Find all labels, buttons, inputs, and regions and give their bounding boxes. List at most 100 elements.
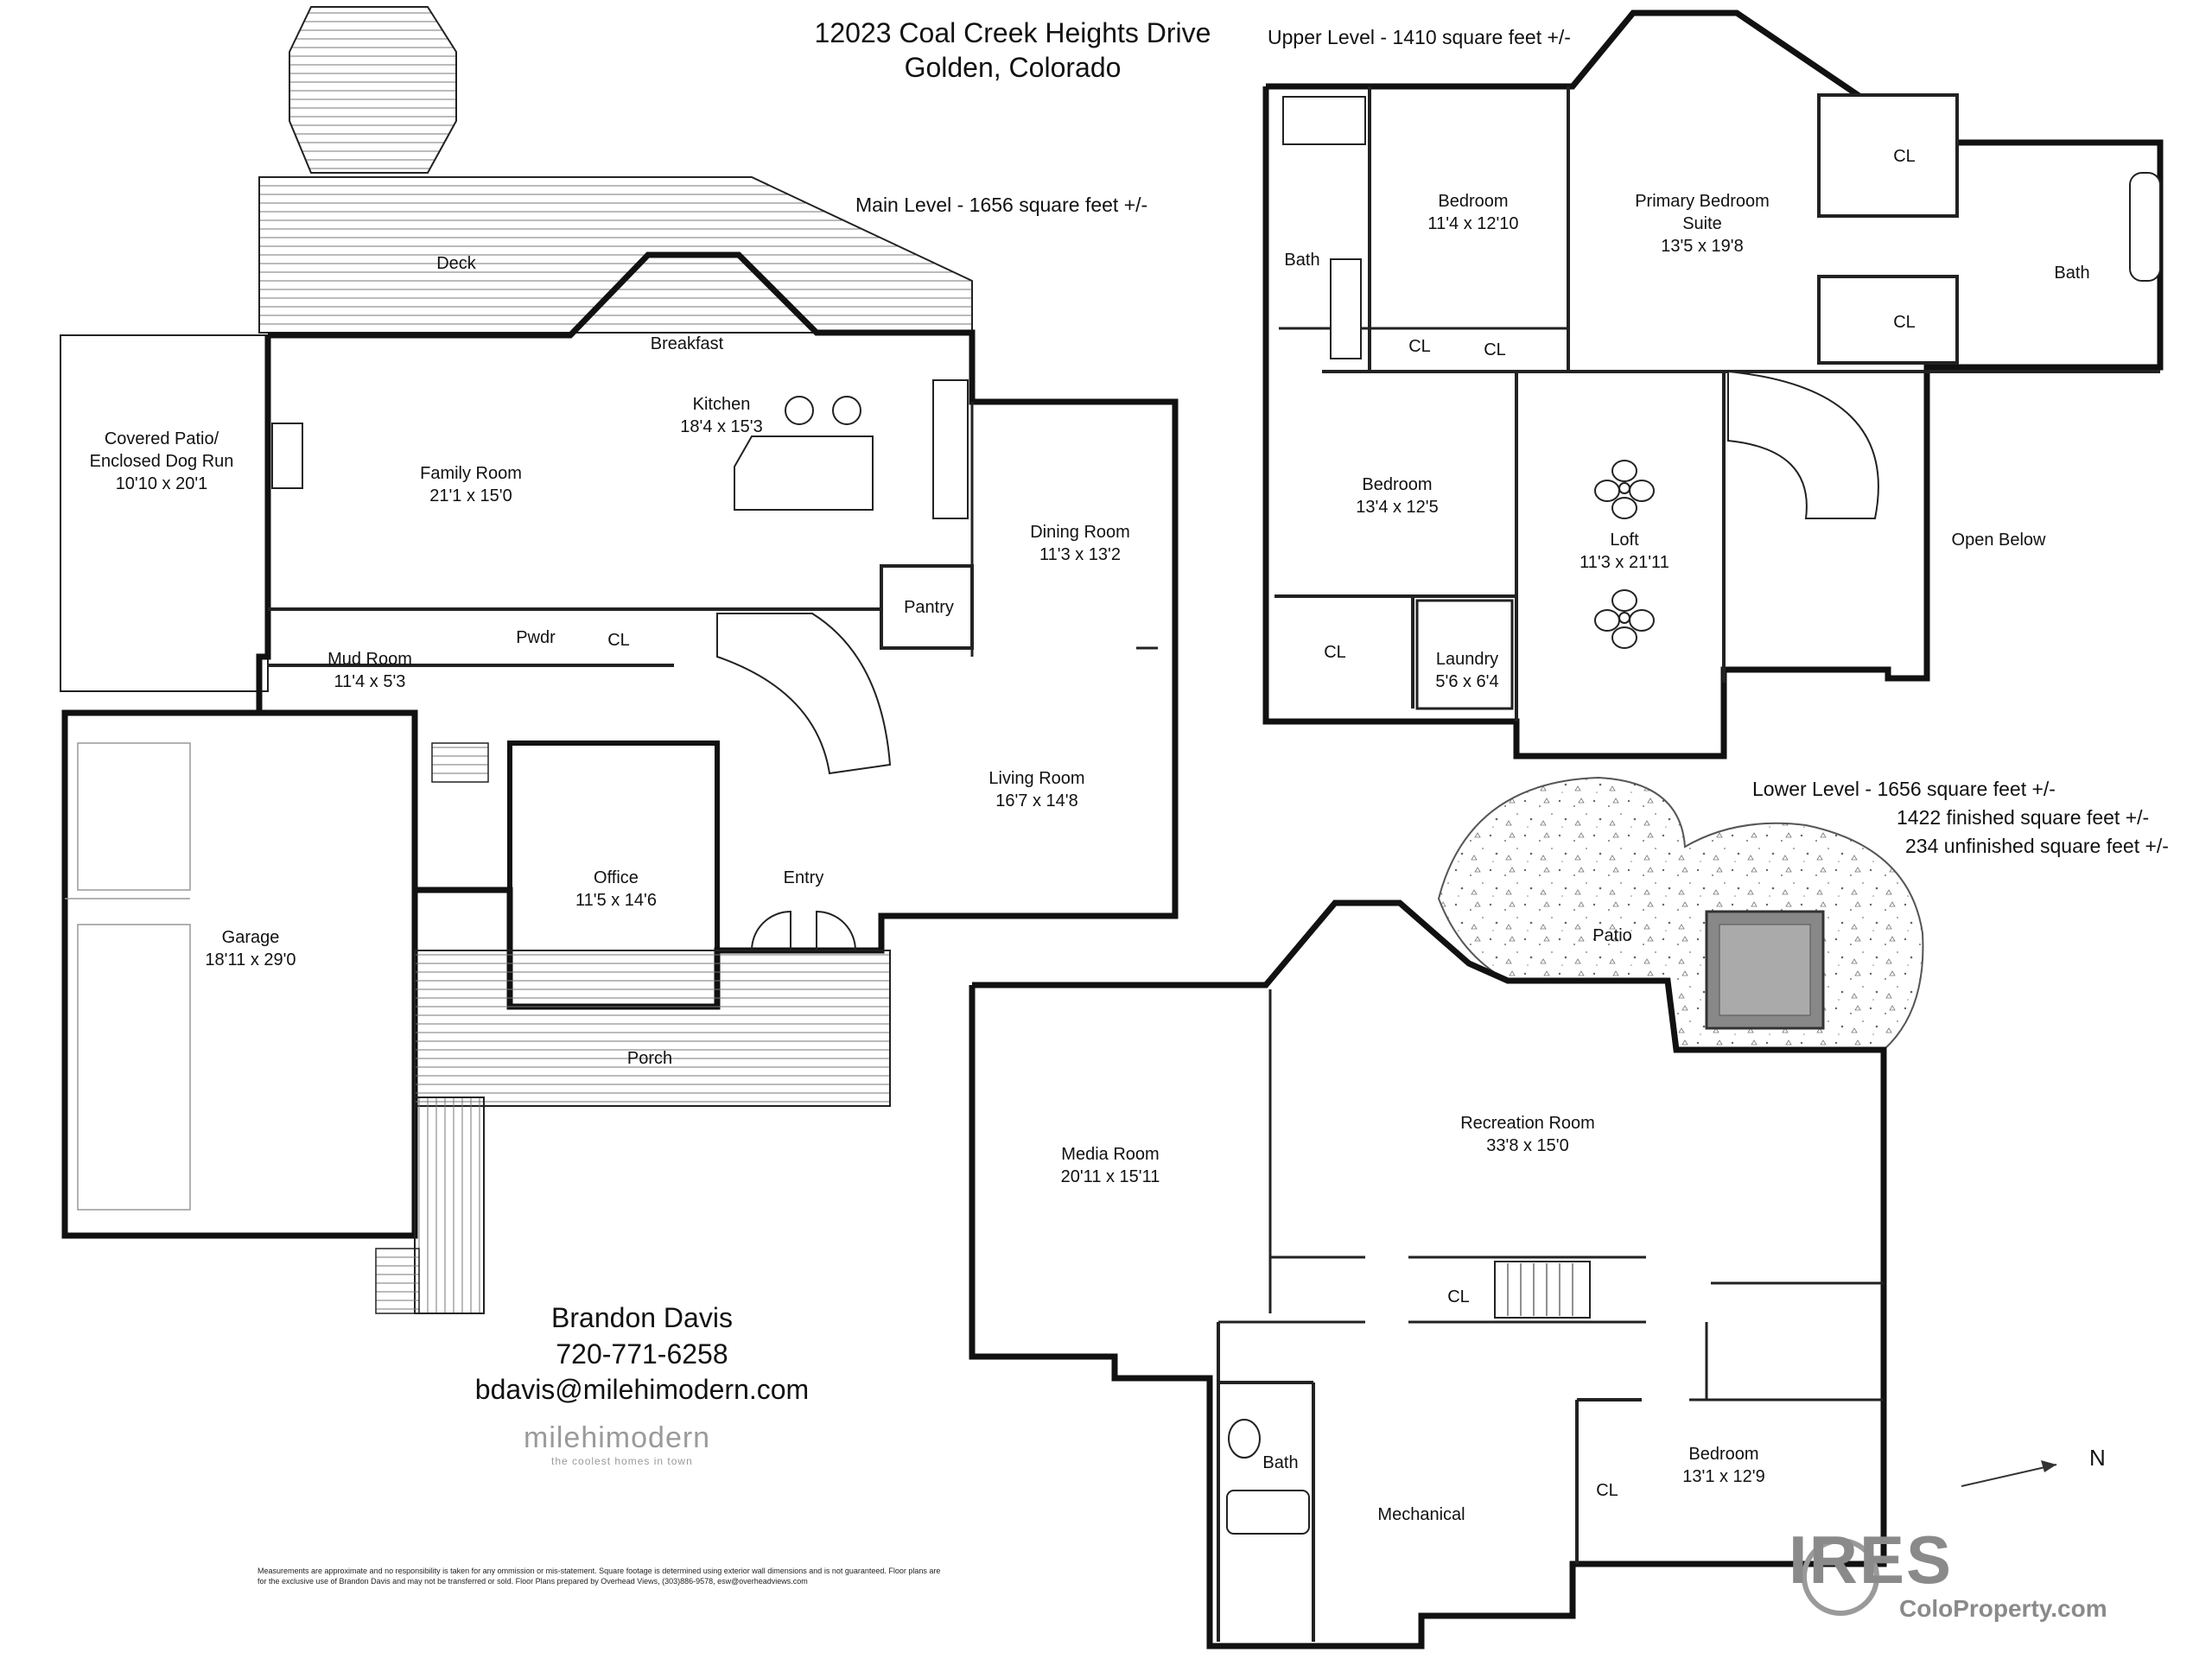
- bed1-size: 11'4 x 12'10: [1427, 214, 1519, 233]
- upper-level-title: Upper Level - 1410 square feet +/-: [1268, 26, 1571, 48]
- family-name: Family Room: [420, 464, 522, 483]
- label-garage: Garage 18'11 x 29'0: [205, 926, 296, 971]
- office-name: Office: [594, 868, 639, 887]
- deck-octagon: [289, 6, 457, 174]
- living-name: Living Room: [988, 769, 1085, 788]
- label-upper-closet-5: CL: [1324, 643, 1346, 662]
- lower-level: [969, 776, 1924, 1649]
- lower-level-title-line2: 1422 finished square feet +/-: [1897, 806, 2150, 829]
- agent-contact: Brandon Davis 720-771-6258 bdavis@milehi…: [475, 1300, 809, 1408]
- ires-watermark-sub: ColoProperty.com: [1899, 1595, 2107, 1622]
- lower-bed-size: 13'1 x 12'9: [1682, 1467, 1765, 1486]
- north-label: N: [2089, 1445, 2106, 1471]
- loft-name: Loft: [1610, 531, 1639, 550]
- loft-size: 11'3 x 21'11: [1580, 553, 1669, 572]
- label-upper-closet-1: CL: [1893, 147, 1916, 166]
- label-upper-bedroom-1: Bedroom 11'4 x 12'10: [1427, 190, 1518, 235]
- label-lower-patio: Patio: [1592, 926, 1632, 945]
- label-pwdr: Pwdr: [516, 628, 556, 647]
- dining-name: Dining Room: [1030, 523, 1130, 542]
- label-pantry: Pantry: [904, 598, 954, 617]
- label-dining-room: Dining Room 11'3 x 13'2: [1030, 521, 1130, 566]
- label-entry: Entry: [783, 868, 824, 887]
- north-arrow: [1961, 1460, 2057, 1487]
- upper-outline: [1262, 10, 2164, 760]
- office-size: 11'5 x 14'6: [575, 891, 658, 910]
- laundry-size: 5'6 x 6'4: [1435, 672, 1499, 691]
- label-media-room: Media Room 20'11 x 15'11: [1061, 1143, 1160, 1188]
- label-breakfast: Breakfast: [650, 334, 724, 353]
- dining-size: 11'3 x 13'2: [1039, 545, 1122, 564]
- media-size: 20'11 x 15'11: [1060, 1167, 1160, 1186]
- ires-seal: [1802, 1538, 1879, 1616]
- label-family-room: Family Room 21'1 x 15'0: [420, 462, 522, 507]
- deck-area: [258, 176, 973, 334]
- media-name: Media Room: [1061, 1145, 1160, 1164]
- bed1-name: Bedroom: [1438, 192, 1509, 211]
- lower-level-title-line1: Lower Level - 1656 square feet +/-: [1752, 778, 2056, 800]
- main-level-title: Main Level - 1656 square feet +/-: [855, 194, 1148, 216]
- upper-level: [1262, 10, 2164, 760]
- lower-level-title-line3: 234 unfinished square feet +/-: [1905, 835, 2169, 857]
- covered-patio: [60, 334, 269, 692]
- label-upper-bedroom-2: Bedroom 13'4 x 12'5: [1356, 474, 1439, 518]
- label-upper-bath-2: Bath: [2054, 264, 2090, 283]
- garage: [61, 709, 418, 1239]
- label-main-closet: CL: [607, 631, 630, 650]
- bed2-size: 13'4 x 12'5: [1356, 498, 1439, 517]
- brand-tagline: the coolest homes in town: [551, 1455, 693, 1467]
- lower-outline: [969, 899, 1887, 1649]
- label-upper-closet-3: CL: [1408, 337, 1431, 356]
- label-office: Office 11'5 x 14'6: [575, 867, 657, 912]
- label-living-room: Living Room 16'7 x 14'8: [988, 767, 1084, 812]
- label-deck: Deck: [436, 254, 476, 273]
- rec-size: 33'8 x 15'0: [1486, 1136, 1569, 1155]
- lower-bed-name: Bedroom: [1688, 1445, 1759, 1464]
- primary-name-line2: Suite: [1682, 214, 1722, 233]
- label-upper-closet-2: CL: [1893, 313, 1916, 332]
- address-line1: 12023 Coal Creek Heights Drive: [814, 17, 1211, 48]
- kitchen-size: 18'4 x 15'3: [680, 417, 763, 436]
- patio-name-line2: Enclosed Dog Run: [89, 452, 234, 471]
- label-lower-closet-2: CL: [1596, 1481, 1618, 1500]
- rec-name: Recreation Room: [1460, 1114, 1595, 1133]
- main-level: [60, 6, 1179, 1314]
- garage-name: Garage: [221, 928, 280, 947]
- label-upper-bath-1: Bath: [1284, 251, 1320, 270]
- label-loft: Loft 11'3 x 21'11: [1580, 529, 1669, 574]
- label-primary-suite: Primary Bedroom Suite 13'5 x 19'8: [1635, 190, 1770, 257]
- bed2-name: Bedroom: [1362, 475, 1433, 494]
- patio-name-line1: Covered Patio/: [104, 429, 219, 448]
- kitchen-name: Kitchen: [692, 395, 751, 414]
- laundry-name: Laundry: [1435, 650, 1499, 669]
- address-line2: Golden, Colorado: [904, 52, 1122, 83]
- label-kitchen: Kitchen 18'4 x 15'3: [680, 393, 763, 438]
- primary-size: 13'5 x 19'8: [1661, 237, 1744, 256]
- label-upper-closet-4: CL: [1484, 340, 1506, 359]
- lower-patio: [1437, 776, 1924, 1051]
- label-lower-bath: Bath: [1262, 1453, 1299, 1472]
- label-covered-patio: Covered Patio/ Enclosed Dog Run 10'10 x …: [90, 428, 234, 495]
- mud-size: 11'4 x 5'3: [334, 672, 406, 691]
- living-size: 16'7 x 14'8: [995, 791, 1078, 810]
- label-open-below: Open Below: [1951, 531, 2046, 550]
- label-porch: Porch: [626, 1049, 673, 1068]
- garage-size: 18'11 x 29'0: [205, 950, 296, 969]
- agent-email: bdavis@milehimodern.com: [474, 1374, 810, 1406]
- label-laundry: Laundry 5'6 x 6'4: [1435, 648, 1498, 693]
- label-mechanical: Mechanical: [1377, 1505, 1465, 1524]
- address-heading: 12023 Coal Creek Heights Drive Golden, C…: [815, 16, 1211, 85]
- primary-name-line1: Primary Bedroom: [1635, 192, 1770, 211]
- milehimodern-logo: milehimodern: [524, 1421, 711, 1454]
- label-mud-room: Mud Room 11'4 x 5'3: [327, 648, 412, 693]
- family-size: 21'1 x 15'0: [429, 486, 512, 505]
- porch: [414, 950, 891, 1107]
- label-lower-closet-1: CL: [1447, 1287, 1470, 1306]
- mud-name: Mud Room: [327, 650, 412, 669]
- disclaimer-text: Measurements are approximate and no resp…: [257, 1567, 941, 1586]
- label-lower-bedroom: Bedroom 13'1 x 12'9: [1682, 1443, 1765, 1488]
- agent-name: Brandon Davis: [551, 1302, 733, 1333]
- ires-watermark: IRES: [1789, 1522, 1954, 1598]
- patio-size: 10'10 x 20'1: [115, 474, 208, 493]
